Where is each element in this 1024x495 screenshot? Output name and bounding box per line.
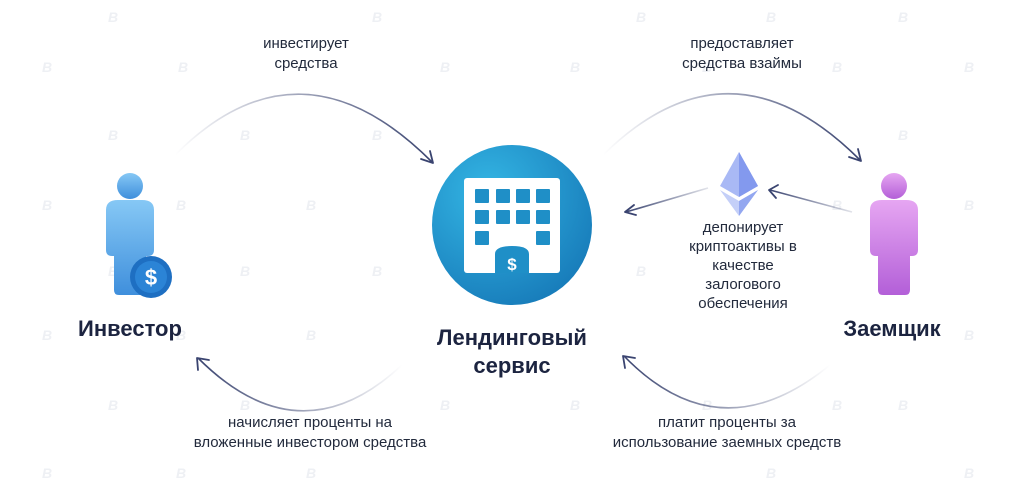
label-deposits-collateral: депонирует криптоактивы в качестве залог… (689, 219, 797, 312)
svg-text:B: B (898, 127, 908, 143)
svg-text:B: B (306, 327, 316, 343)
svg-text:B: B (176, 465, 186, 481)
svg-text:B: B (240, 397, 250, 413)
svg-text:$: $ (507, 255, 517, 274)
svg-text:B: B (440, 59, 450, 75)
svg-text:$: $ (145, 265, 157, 290)
svg-text:B: B (42, 197, 52, 213)
svg-text:B: B (964, 59, 974, 75)
svg-text:B: B (636, 263, 646, 279)
svg-text:B: B (636, 9, 646, 25)
node-borrower-label: Заемщик (843, 316, 941, 341)
svg-text:B: B (306, 197, 316, 213)
svg-text:B: B (240, 263, 250, 279)
svg-text:B: B (898, 397, 908, 413)
svg-text:B: B (108, 397, 118, 413)
svg-text:B: B (372, 263, 382, 279)
investor-icon: $ (106, 173, 172, 298)
svg-text:B: B (964, 465, 974, 481)
arrow-invests (174, 93, 434, 164)
svg-text:B: B (570, 397, 580, 413)
svg-text:B: B (42, 327, 52, 343)
svg-text:B: B (964, 197, 974, 213)
svg-text:B: B (240, 127, 250, 143)
svg-text:B: B (178, 59, 188, 75)
svg-text:B: B (372, 9, 382, 25)
service-building-icon: $ (432, 145, 592, 305)
svg-text:B: B (306, 465, 316, 481)
svg-text:B: B (108, 9, 118, 25)
label-invests: инвестирует средства (263, 35, 349, 72)
label-lends: предоставляет средства взаймы (682, 35, 802, 72)
svg-text:B: B (832, 197, 842, 213)
arrow-borrower-to-collateral (768, 184, 853, 213)
svg-text:B: B (766, 9, 776, 25)
svg-text:B: B (898, 9, 908, 25)
svg-text:B: B (832, 397, 842, 413)
svg-text:B: B (766, 465, 776, 481)
arrow-accrues-interest (196, 357, 403, 412)
arrow-pays-interest (622, 355, 831, 409)
svg-text:B: B (832, 59, 842, 75)
svg-text:B: B (176, 197, 186, 213)
arrow-collateral-to-service (624, 187, 709, 216)
svg-text:B: B (570, 59, 580, 75)
label-accrues-interest: начисляет проценты на вложенные инвестор… (193, 414, 427, 451)
node-service-label: Лендинговый сервис (437, 325, 587, 378)
ethereum-icon (720, 152, 758, 216)
svg-text:B: B (42, 465, 52, 481)
svg-text:B: B (108, 127, 118, 143)
borrower-icon (870, 173, 918, 295)
svg-text:B: B (176, 327, 186, 343)
node-investor-label: Инвестор (78, 316, 182, 341)
svg-text:B: B (42, 59, 52, 75)
svg-text:B: B (964, 327, 974, 343)
arrow-lends (602, 92, 862, 162)
svg-text:B: B (108, 263, 118, 279)
svg-text:B: B (440, 397, 450, 413)
svg-text:B: B (372, 127, 382, 143)
label-pays-interest: платит проценты за использование заемных… (612, 414, 842, 451)
svg-text:B: B (702, 59, 712, 75)
